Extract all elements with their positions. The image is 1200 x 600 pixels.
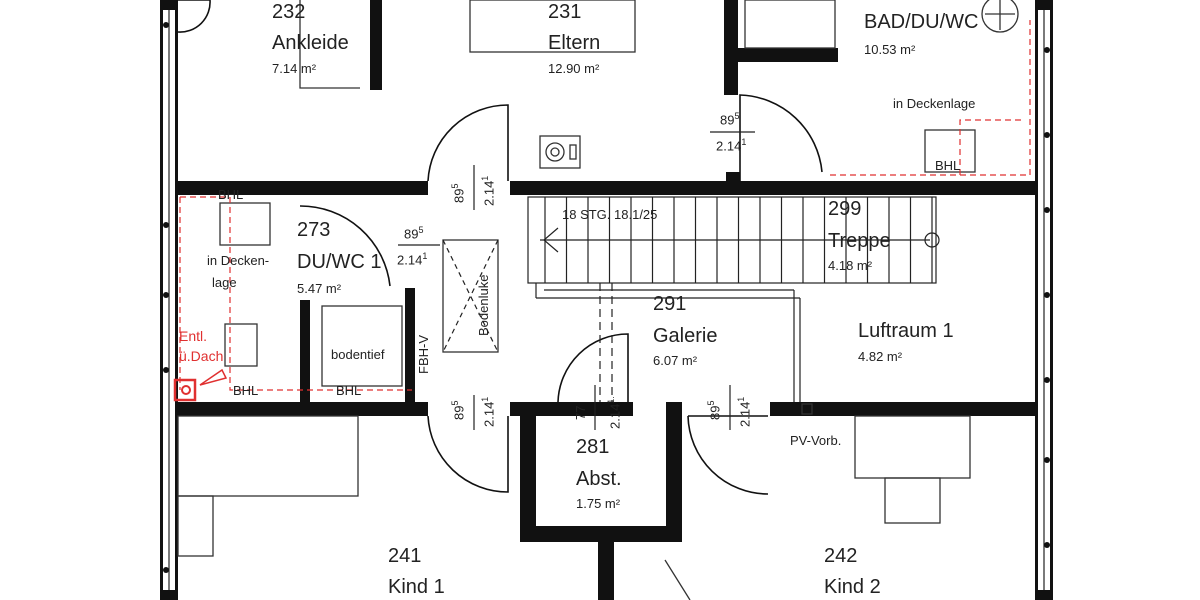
dim-width-du-door: 895 xyxy=(404,225,424,242)
room-281-number: 281 xyxy=(576,436,610,458)
note-bhl-top: BHL xyxy=(218,187,244,202)
note-stairs: 18 STG. 18.1/25 xyxy=(562,207,658,222)
furniture xyxy=(177,0,1019,600)
dim-width-bad-door: 895 xyxy=(720,111,740,128)
note-entl: Entl. xyxy=(179,328,208,344)
room-232-area: 7.14 m² xyxy=(272,61,317,76)
note-bhl-bad: BHL xyxy=(935,158,961,173)
note-decken: in Decken- xyxy=(207,253,270,268)
room-299-number: 299 xyxy=(828,198,862,220)
dim-width-abst-door: 77 xyxy=(573,405,588,420)
stairs xyxy=(527,196,940,402)
room-281-area: 1.75 m² xyxy=(576,496,621,511)
room-241-name: Kind 1 xyxy=(388,576,445,598)
room-291-name: Galerie xyxy=(653,325,718,347)
room-299-name: Treppe xyxy=(828,230,891,252)
note-bodenluke: Bodenluke xyxy=(476,274,491,336)
doors xyxy=(177,0,823,495)
note-fbh-v: FBH-V xyxy=(416,335,431,374)
note-bhl-right: BHL xyxy=(336,383,362,398)
note-lage: lage xyxy=(212,275,237,290)
room-231-number: 231 xyxy=(548,1,582,23)
room-241-number: 241 xyxy=(388,545,422,567)
dim-height-du-door: 2.141 xyxy=(397,251,428,268)
room-291-area: 6.07 m² xyxy=(653,353,698,368)
dim-height-bottom-door: 2.141 xyxy=(480,396,497,427)
room-luftraum-area: 4.82 m² xyxy=(858,349,903,364)
room-232-name: Ankleide xyxy=(272,32,349,54)
room-273-name: DU/WC 1 xyxy=(297,251,382,273)
note-deckenlage-bad: in Deckenlage xyxy=(893,96,976,111)
room-242-name: Kind 2 xyxy=(824,576,881,598)
room-273-area: 5.47 m² xyxy=(297,281,342,296)
room-242-number: 242 xyxy=(824,545,858,567)
room-231-area: 12.90 m² xyxy=(548,61,600,76)
note-pv: PV-Vorb. xyxy=(790,433,842,448)
dim-height-top-door: 2.141 xyxy=(480,175,497,206)
interior-walls xyxy=(178,0,1035,600)
room-281-name: Abst. xyxy=(576,468,622,490)
drainage-lines xyxy=(173,20,1031,402)
dim-width-kind2-door: 895 xyxy=(706,400,723,420)
dim-width-bottom-door: 895 xyxy=(450,400,467,420)
note-bodentief: bodentief xyxy=(331,347,385,362)
room-luftraum-name: Luftraum 1 xyxy=(858,320,954,342)
note-bhl-left: BHL xyxy=(233,383,259,398)
room-bad-name: BAD/DU/WC xyxy=(864,11,979,33)
dim-width-top-door: 895 xyxy=(450,183,467,203)
room-291-number: 291 xyxy=(653,293,687,315)
room-232-number: 232 xyxy=(272,1,306,23)
note-ueber-dach: ü.Dach xyxy=(179,348,224,364)
room-bad-area: 10.53 m² xyxy=(864,42,916,57)
exterior-walls xyxy=(160,0,1053,600)
dim-height-bad-door: 2.141 xyxy=(716,137,747,154)
dimension-lines xyxy=(398,131,755,430)
room-231-name: Eltern xyxy=(548,32,601,54)
dim-height-abst-door: 2.141. xyxy=(606,396,623,429)
room-299-area: 4.18 m² xyxy=(828,258,873,273)
room-273-number: 273 xyxy=(297,219,331,241)
dim-height-kind2-door: 2.141 xyxy=(736,396,753,427)
